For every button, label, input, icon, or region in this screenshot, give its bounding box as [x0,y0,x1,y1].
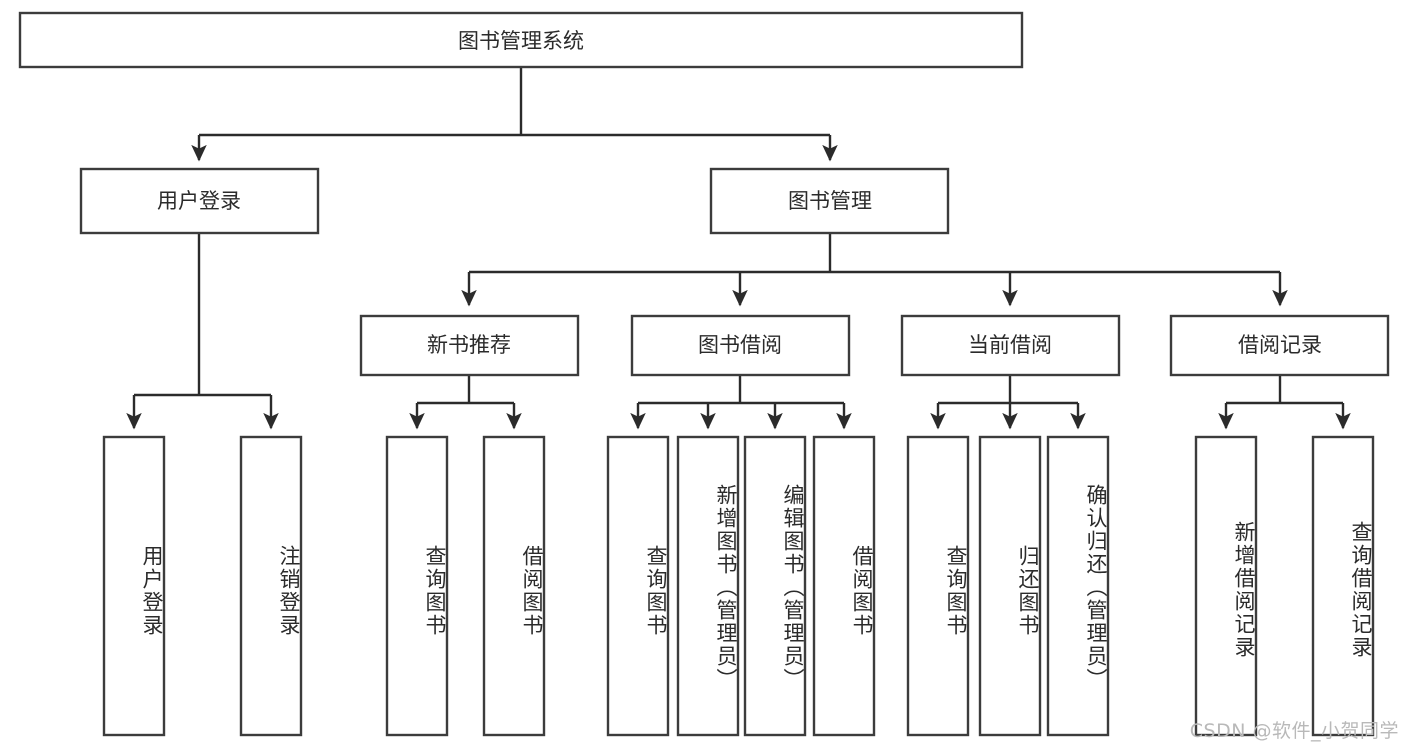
leaf-box-user-login-logout[interactable] [239,435,303,737]
node-user-login[interactable] [79,167,320,235]
node-book-borrow-label: 图书借阅 [698,333,782,357]
leaf-box-newbook-query[interactable] [385,435,449,737]
node-borrow-records-label: 借阅记录 [1238,333,1322,357]
connector-group-user-login [126,233,279,430]
node-book-borrow[interactable] [630,314,851,377]
leaf-box-borrow-query[interactable] [606,435,670,737]
leaf-box-borrow-add[interactable] [676,435,740,737]
leaf-box-borrow-edit[interactable] [743,435,807,737]
leaf-box-current-confirm[interactable] [1046,435,1110,737]
node-root-label: 图书管理系统 [458,29,584,53]
node-book-management[interactable] [709,167,950,235]
node-root-book-management-system[interactable] [18,11,1024,69]
node-book-management-label: 图书管理 [788,189,872,213]
leaf-box-current-return[interactable] [978,435,1042,737]
leaf-box-current-query[interactable] [906,435,970,737]
connector-group-borrow-records [1218,375,1351,430]
node-current-borrow-label: 当前借阅 [968,333,1052,357]
leaf-box-record-query[interactable] [1311,435,1375,737]
watermark-text: CSDN @软件_小贺同学 [1189,720,1399,742]
connector-group-new-book [409,375,522,430]
node-user-login-label: 用户登录 [157,189,241,213]
node-new-book-recommend[interactable] [359,314,580,377]
leaf-box-newbook-borrow[interactable] [482,435,546,737]
node-new-book-recommend-label: 新书推荐 [427,333,511,357]
connector-group-book-manage [461,233,1288,307]
leaf-box-record-add[interactable] [1194,435,1258,737]
connector-group-book-borrow [630,375,852,430]
connector-group-current-borrow [930,375,1086,430]
leaf-box-borrow-lend[interactable] [812,435,876,737]
connector-group-root [191,67,838,162]
node-current-borrow[interactable] [900,314,1121,377]
node-borrow-records[interactable] [1169,314,1390,377]
leaf-box-user-login-login[interactable] [102,435,166,737]
